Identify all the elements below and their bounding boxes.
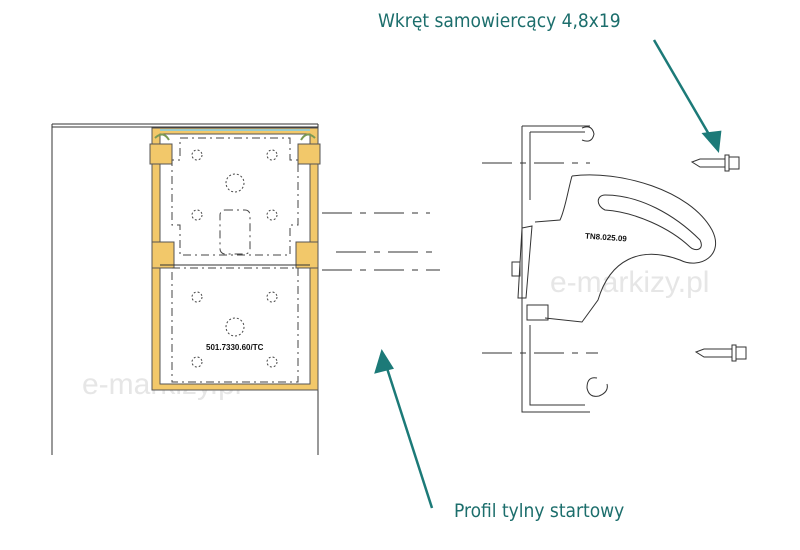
- back-start-profile: [149, 127, 321, 391]
- arrow-profile: [383, 361, 434, 509]
- watermark: e-markizy.pl: [550, 266, 710, 299]
- arrow-screw: [652, 39, 716, 144]
- plate-part-code: 501.7330.60/TC: [206, 343, 264, 352]
- profile-label: Profil tylny startowy: [454, 500, 625, 522]
- screw-label: Wkręt samowiercący 4,8x19: [378, 10, 621, 32]
- screw-bottom: [694, 344, 747, 362]
- screw-top: [690, 154, 740, 172]
- bracket: [511, 125, 717, 413]
